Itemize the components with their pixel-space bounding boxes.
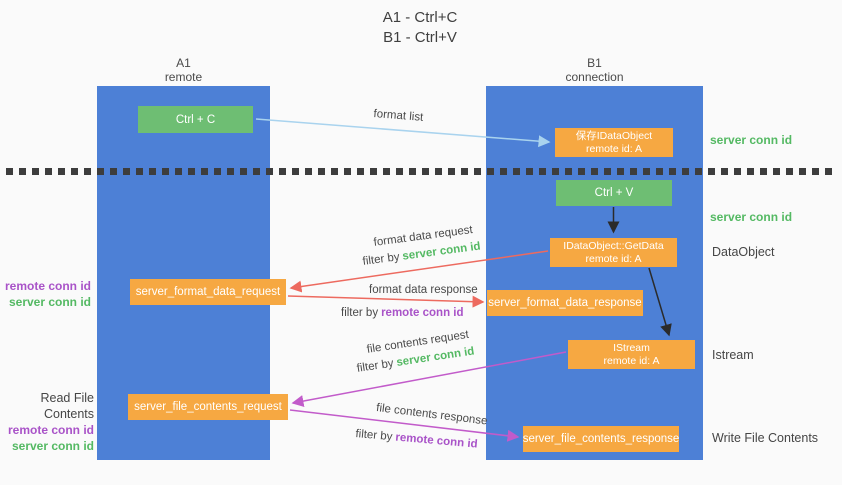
annotation-remote-conn-id: remote conn id (7, 423, 94, 437)
filter-by-text: filter by (341, 307, 379, 319)
remote-conn-id-text: remote conn id (381, 307, 464, 319)
node-save-dataobject: 保存IDataObject remote id: A (555, 128, 673, 157)
node-format-response-label: server_format_data_response (488, 297, 642, 309)
filter-by-text: filter by (354, 428, 393, 444)
annotation-server-conn-id: server conn id (11, 439, 94, 453)
label-file-contents-response: file contents response (375, 402, 489, 428)
diagram-title: A1 - Ctrl+C B1 - Ctrl+V (300, 8, 540, 48)
label-format-list: format list (373, 108, 424, 124)
node-ctrl-v: Ctrl + V (556, 180, 672, 206)
lifeline-a1-title: A1 (176, 56, 191, 70)
remote-conn-id-text: remote conn id (394, 431, 479, 451)
node-istream-line2: remote id: A (603, 354, 660, 367)
node-save-dataobject-line1: 保存IDataObject (575, 129, 653, 142)
node-format-response: server_format_data_response (487, 290, 643, 316)
filter-by-text: filter by (362, 251, 401, 268)
node-istream: IStream remote id: A (568, 340, 695, 369)
node-file-response-label: server_file_contents_response (522, 433, 680, 445)
annotation-read-file-contents: Read File Contents (40, 391, 95, 421)
annotation-remote-conn-id: remote conn id (4, 279, 91, 293)
title-line-1: A1 - Ctrl+C (382, 9, 458, 26)
node-format-request: server_format_data_request (130, 279, 286, 305)
lifeline-b1-title: B1 (587, 56, 602, 70)
annotation-server-conn-id: server conn id (8, 295, 91, 309)
lifeline-b1-subtitle: connection (565, 70, 624, 84)
dotted-separator (6, 168, 836, 175)
server-conn-id-text: server conn id (401, 240, 482, 263)
annotation-dataobject: DataObject (712, 245, 775, 259)
node-getdata: IDataObject::GetData remote id: A (550, 238, 677, 267)
arrow-format-data-response (287, 295, 485, 308)
label-format-data-response: format data response (369, 284, 478, 296)
node-file-response: server_file_contents_response (523, 426, 679, 452)
lifeline-a1-subtitle: remote (164, 70, 203, 84)
node-file-request-label: server_file_contents_request (134, 401, 282, 413)
node-format-request-label: server_format_data_request (135, 286, 281, 298)
node-getdata-line1: IDataObject::GetData (563, 239, 664, 252)
lifeline-header-a1: A1 remote (97, 56, 270, 84)
annotation-block-file: Read File Contents remote conn id server… (0, 390, 94, 454)
node-ctrl-v-label: Ctrl + V (594, 187, 634, 199)
lifeline-header-b1: B1 connection (486, 56, 703, 84)
annotation-server-conn-id-mid: server conn id (710, 210, 793, 224)
node-istream-line1: IStream (613, 341, 650, 354)
node-save-dataobject-line2: remote id: A (585, 142, 643, 155)
title-line-2: B1 - Ctrl+V (383, 29, 457, 46)
annotation-block-format: remote conn id server conn id (0, 278, 91, 310)
node-ctrl-c: Ctrl + C (138, 106, 253, 133)
annotation-istream: Istream (712, 348, 754, 362)
filter-by-text: filter by (356, 357, 395, 375)
annotation-server-conn-id-top: server conn id (710, 133, 793, 147)
node-getdata-line2: remote id: A (585, 252, 642, 265)
node-ctrl-c-label: Ctrl + C (175, 113, 216, 126)
annotation-write-file-contents: Write File Contents (712, 431, 819, 445)
node-file-request: server_file_contents_request (128, 394, 288, 420)
